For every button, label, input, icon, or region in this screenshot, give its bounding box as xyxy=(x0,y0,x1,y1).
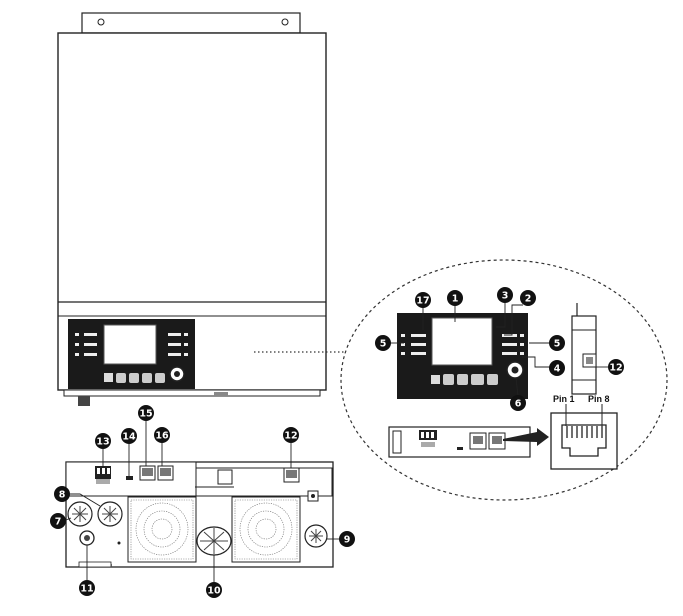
gland-battery xyxy=(196,526,232,556)
comm-port-strip xyxy=(388,426,531,458)
callout-5-left: 5 xyxy=(375,335,391,351)
usb-port xyxy=(126,476,133,480)
callout-7: 7 xyxy=(50,513,66,529)
callout-12-zoom: 12 xyxy=(608,359,624,375)
fan-grill-right xyxy=(231,496,301,563)
svg-text:2: 2 xyxy=(525,294,532,305)
mounting-bracket xyxy=(81,12,301,34)
svg-text:12: 12 xyxy=(609,363,622,374)
callout-12-bottom: 12 xyxy=(283,427,299,443)
side-view xyxy=(571,303,597,395)
lcd-screen xyxy=(103,324,157,365)
svg-text:12: 12 xyxy=(284,431,297,442)
svg-text:13: 13 xyxy=(96,437,109,448)
mounting-hole-left xyxy=(97,18,105,26)
svg-text:1: 1 xyxy=(452,294,459,305)
zoom-ellipse xyxy=(340,259,668,501)
mounting-hole-right xyxy=(281,18,289,26)
svg-text:5: 5 xyxy=(554,339,561,350)
leader-lines xyxy=(65,302,608,582)
gland-ac-output xyxy=(304,524,328,548)
callout-10: 10 xyxy=(206,582,222,598)
callout-3: 3 xyxy=(497,287,513,303)
inverter-front-view xyxy=(57,12,327,406)
panel-right-leds xyxy=(168,333,188,356)
svg-text:8: 8 xyxy=(59,490,66,501)
callout-2: 2 xyxy=(520,290,536,306)
svg-text:11: 11 xyxy=(80,584,93,595)
svg-text:14: 14 xyxy=(122,432,136,443)
callout-markers: 17 1 3 2 5 5 4 6 12 13 14 15 16 12 8 7 9… xyxy=(50,287,624,598)
callout-11: 11 xyxy=(79,580,95,596)
callout-14: 14 xyxy=(121,428,137,444)
gland-ac-input xyxy=(97,501,123,527)
panel-left-leds xyxy=(75,333,97,356)
svg-text:3: 3 xyxy=(502,291,509,302)
svg-text:15: 15 xyxy=(139,409,152,420)
callout-16: 16 xyxy=(154,427,170,443)
fan-grill-left xyxy=(127,496,197,563)
svg-text:10: 10 xyxy=(207,586,221,597)
rj45-jack: Pin 1 Pin 8 xyxy=(550,394,618,470)
panel-buttons xyxy=(104,373,165,383)
svg-text:9: 9 xyxy=(344,535,351,546)
grounding-terminal xyxy=(79,530,95,546)
svg-text:5: 5 xyxy=(380,339,387,350)
zoom-detail: Pin 1 Pin 8 xyxy=(340,259,668,501)
svg-text:16: 16 xyxy=(155,431,169,442)
callout-9: 9 xyxy=(339,531,355,547)
pin1-label: Pin 1 xyxy=(553,394,575,404)
callout-15: 15 xyxy=(138,405,154,421)
callout-5-right: 5 xyxy=(549,335,565,351)
gland-pv xyxy=(67,501,93,527)
svg-text:4: 4 xyxy=(554,364,561,375)
callout-8: 8 xyxy=(54,486,70,502)
svg-text:7: 7 xyxy=(55,517,62,528)
callout-6: 6 xyxy=(510,395,526,411)
callout-13: 13 xyxy=(95,433,111,449)
pin8-label: Pin 8 xyxy=(588,394,610,404)
svg-text:6: 6 xyxy=(515,399,522,410)
rj45-arrow xyxy=(503,428,549,446)
callout-17: 17 xyxy=(415,292,431,308)
inverter-bottom-view xyxy=(65,461,334,568)
svg-text:17: 17 xyxy=(416,296,429,307)
callout-4: 4 xyxy=(549,360,565,376)
callout-1: 1 xyxy=(447,290,463,306)
zoom-lcd-screen xyxy=(431,317,493,366)
